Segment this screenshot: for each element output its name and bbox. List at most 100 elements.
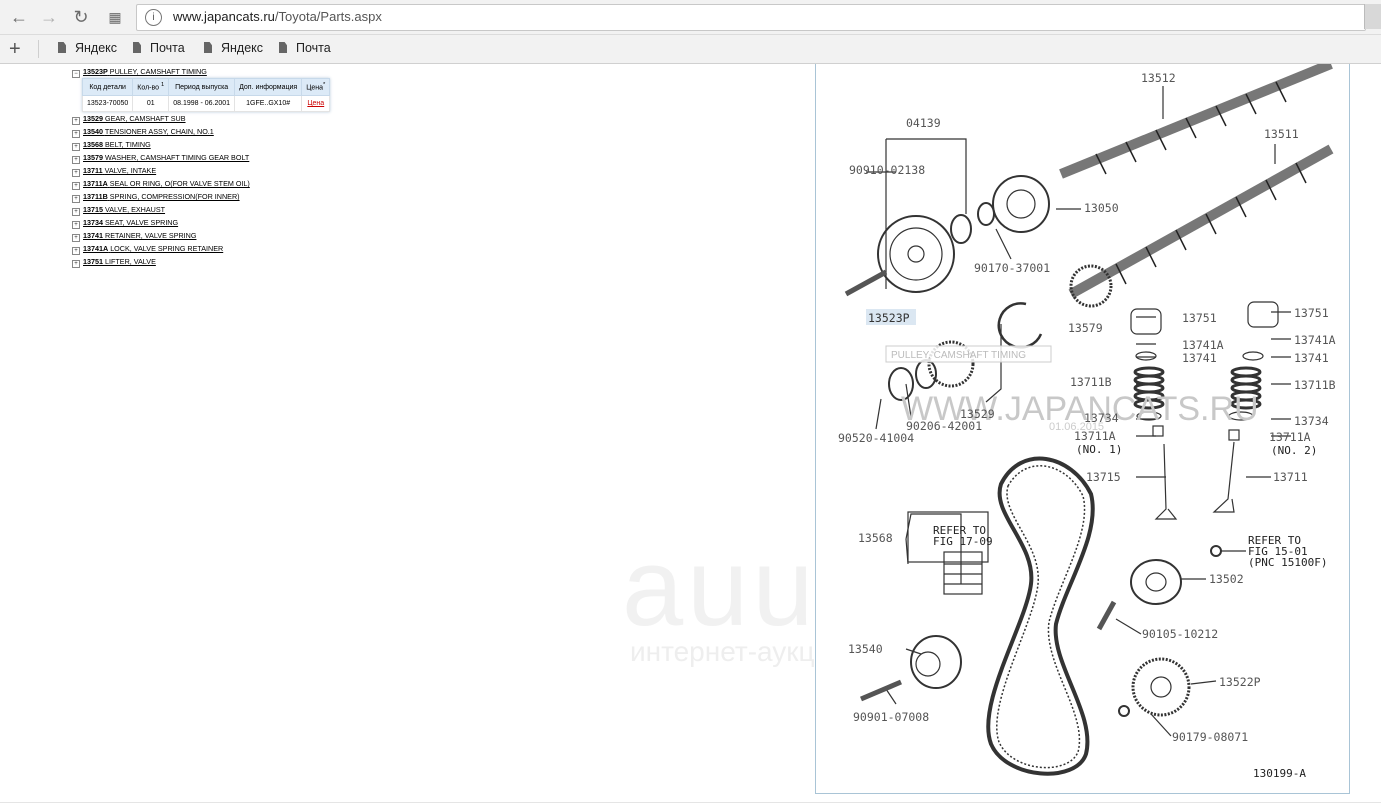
page-bottom-border — [0, 802, 1381, 803]
expand-icon[interactable]: + — [72, 208, 80, 216]
reload-icon[interactable]: ↻ — [73, 7, 89, 27]
apps-grid-icon[interactable]: ▦ — [108, 9, 122, 25]
browser-menu-button[interactable] — [1364, 4, 1381, 29]
refer-text-2b: FIG 15-01 — [1248, 545, 1308, 558]
label-13751-b[interactable]: 13751 — [1294, 306, 1329, 320]
tree-item[interactable]: +13568 BELT, TIMING — [72, 140, 151, 151]
expand-icon[interactable]: + — [72, 182, 80, 190]
tree-item[interactable]: +13715 VALVE, EXHAUST — [72, 205, 165, 216]
tree-item-name: SPRING, COMPRESSION(FOR INNER) — [109, 192, 240, 201]
diagram-svg: PULLEY, CAMSHAFT TIMING WWW.JAPANCATS.RU… — [838, 64, 1336, 780]
tree-item-code: 13741A — [83, 244, 109, 253]
expand-icon[interactable]: + — [72, 169, 80, 177]
label-90206-42001[interactable]: 90206-42001 — [906, 419, 982, 433]
bookmark-yandex-2[interactable]: Яндекс — [204, 41, 263, 55]
diagram-watermark-site: WWW.JAPANCATS.RU — [901, 390, 1259, 428]
expand-icon[interactable]: + — [72, 221, 80, 229]
tree-item-name: SEAT, VALVE SPRING — [105, 218, 179, 227]
tree-item-name: VALVE, EXHAUST — [105, 205, 166, 214]
label-13734-a[interactable]: 13734 — [1084, 411, 1119, 425]
col-price-sup: * — [323, 82, 326, 89]
label-90179-08071[interactable]: 90179-08071 — [1172, 730, 1248, 744]
tree-item[interactable]: +13711B SPRING, COMPRESSION(FOR INNER) — [72, 192, 240, 203]
tree-item-name: LIFTER, VALVE — [105, 257, 156, 266]
label-13741-b[interactable]: 13741 — [1294, 351, 1329, 365]
page-icon — [279, 42, 287, 53]
expand-icon[interactable]: + — [72, 260, 80, 268]
label-13529[interactable]: 13529 — [960, 407, 995, 421]
expand-icon[interactable]: + — [72, 234, 80, 242]
tree-item-code: 13711 — [83, 166, 103, 175]
expand-icon[interactable]: + — [72, 247, 80, 255]
address-bar[interactable]: i www.japancats.ru/Toyota/Parts.aspx — [136, 4, 1366, 31]
label-13711b-b[interactable]: 13711B — [1294, 378, 1336, 392]
label-no2: (NO. 2) — [1271, 444, 1317, 457]
tree-item[interactable]: +13540 TENSIONER ASSY, CHAIN, NO.1 — [72, 127, 214, 138]
add-bookmark-icon[interactable]: + — [9, 38, 21, 60]
expand-icon[interactable]: + — [72, 143, 80, 151]
label-13711a-a[interactable]: 13711A — [1074, 429, 1116, 443]
price-link[interactable]: Цена — [307, 100, 325, 107]
label-13522p[interactable]: 13522P — [1219, 675, 1261, 689]
tree-item-code: 13711B — [83, 192, 108, 201]
label-13715[interactable]: 13715 — [1086, 470, 1121, 484]
expand-icon[interactable]: + — [72, 195, 80, 203]
label-13511[interactable]: 13511 — [1264, 127, 1299, 141]
washer-13579 — [997, 302, 1043, 349]
label-13751-a[interactable]: 13751 — [1182, 311, 1217, 325]
label-13711a-b[interactable]: 13711A — [1269, 430, 1311, 444]
label-04139[interactable]: 04139 — [906, 116, 941, 130]
label-13502[interactable]: 13502 — [1209, 572, 1244, 586]
label-13579[interactable]: 13579 — [1068, 321, 1103, 335]
label-90520-41004[interactable]: 90520-41004 — [838, 431, 914, 445]
col-period: Период выпуска — [168, 78, 236, 96]
label-90901-07008[interactable]: 90901-07008 — [853, 710, 929, 724]
label-13050[interactable]: 13050 — [1084, 201, 1119, 215]
label-13711[interactable]: 13711 — [1273, 470, 1308, 484]
col-part-number: Код детали — [81, 78, 134, 96]
label-13734-b[interactable]: 13734 — [1294, 414, 1329, 428]
tree-item[interactable]: +13529 GEAR, CAMSHAFT SUB — [72, 114, 186, 125]
tree-item[interactable]: +13734 SEAT, VALVE SPRING — [72, 218, 178, 229]
label-13523p[interactable]: 13523P — [868, 311, 910, 325]
table-row: 13523-70050 01 08.1998 - 06.2001 1GFE..G… — [81, 95, 331, 112]
parts-diagram[interactable]: PULLEY, CAMSHAFT TIMING WWW.JAPANCATS.RU… — [815, 64, 1350, 794]
bookmark-label: Почта — [296, 41, 331, 55]
bookmark-mail-2[interactable]: Почта — [279, 41, 331, 55]
expand-icon[interactable]: + — [72, 130, 80, 138]
site-info-icon[interactable]: i — [145, 9, 162, 26]
label-13741-a[interactable]: 13741 — [1182, 351, 1217, 365]
expand-icon[interactable]: + — [72, 117, 80, 125]
url-text[interactable]: www.japancats.ru/Toyota/Parts.aspx — [173, 9, 382, 24]
label-13741a-a[interactable]: 13741A — [1182, 338, 1224, 352]
cell-period: 08.1998 - 06.2001 — [168, 95, 236, 112]
label-13568[interactable]: 13568 — [858, 531, 893, 545]
idler-13502 — [1130, 559, 1182, 605]
bookmark-yandex-1[interactable]: Яндекс — [58, 41, 117, 55]
label-90105-10212[interactable]: 90105-10212 — [1142, 627, 1218, 641]
label-13741a-b[interactable]: 13741A — [1294, 333, 1336, 347]
browser-toolbar: ← → ↻ ▦ i www.japancats.ru/Toyota/Parts.… — [0, 0, 1381, 35]
bookmark-mail-1[interactable]: Почта — [133, 41, 185, 55]
back-icon[interactable]: ← — [10, 7, 28, 27]
tree-item[interactable]: +13579 WASHER, CAMSHAFT TIMING GEAR BOLT — [72, 153, 249, 164]
tree-item-code: 13734 — [83, 218, 103, 227]
forward-icon[interactable]: → — [40, 7, 58, 27]
tree-item[interactable]: +13751 LIFTER, VALVE — [72, 257, 156, 268]
expand-icon[interactable]: + — [72, 156, 80, 164]
tree-item[interactable]: +13741 RETAINER, VALVE SPRING — [72, 231, 196, 242]
tree-item[interactable]: +13741A LOCK, VALVE SPRING RETAINER — [72, 244, 223, 255]
label-90910-02138[interactable]: 90910-02138 — [849, 163, 925, 177]
collapse-icon[interactable]: − — [72, 70, 80, 78]
selected-part-highlight — [866, 309, 916, 325]
col-price: Цена* — [301, 78, 331, 96]
label-13512[interactable]: 13512 — [1141, 71, 1176, 85]
tree-item[interactable]: +13711 VALVE, INTAKE — [72, 166, 156, 177]
label-13711b-a[interactable]: 13711B — [1070, 375, 1112, 389]
label-90170-37001[interactable]: 90170-37001 — [974, 261, 1050, 275]
tree-item-open[interactable]: −13523P PULLEY, CAMSHAFT TIMING — [72, 67, 207, 78]
label-13540[interactable]: 13540 — [848, 642, 883, 656]
tree-item-name: VALVE, INTAKE — [104, 166, 157, 175]
tree-item[interactable]: +13711A SEAL OR RING, O(FOR VALVE STEM O… — [72, 179, 250, 190]
tree-item-code: 13568 — [83, 140, 103, 149]
